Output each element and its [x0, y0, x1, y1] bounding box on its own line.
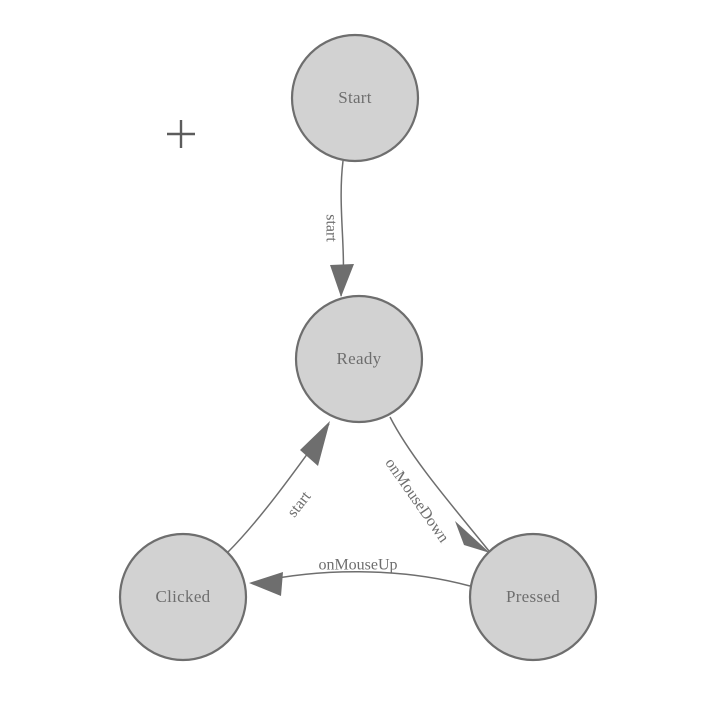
- node-ready-label: Ready: [337, 349, 382, 368]
- node-start-label: Start: [338, 88, 372, 107]
- arrowhead-into-clicked: [249, 572, 283, 596]
- node-start[interactable]: Start: [290, 33, 420, 163]
- arrowhead-into-ready-from-clicked: [300, 421, 330, 466]
- edge-path-pressed-to-clicked: [251, 571, 471, 587]
- node-pressed-circle[interactable]: [468, 532, 598, 662]
- node-clicked-circle[interactable]: [118, 532, 248, 662]
- node-ready[interactable]: Ready: [294, 294, 424, 424]
- edge-label-clicked-to-ready: start: [284, 488, 315, 521]
- node-pressed[interactable]: Pressed: [468, 532, 598, 662]
- node-ready-circle[interactable]: [294, 294, 424, 424]
- edge-clicked-to-ready[interactable]: start: [227, 421, 330, 553]
- node-pressed-label: Pressed: [506, 587, 560, 606]
- arrowhead-into-ready-from-start: [330, 264, 354, 297]
- node-start-circle[interactable]: [290, 33, 420, 163]
- edge-label-pressed-to-clicked: onMouseUp: [318, 557, 397, 574]
- arrowhead-into-pressed: [455, 521, 490, 553]
- edge-label-start-to-ready: start: [322, 214, 339, 242]
- edge-ready-to-pressed[interactable]: onMouseDown: [381, 416, 490, 553]
- edge-path-ready-to-pressed: [389, 416, 490, 552]
- plus-marker-icon[interactable]: [167, 120, 195, 148]
- edge-label-ready-to-pressed: onMouseDown: [381, 455, 452, 546]
- node-clicked-label: Clicked: [156, 587, 211, 606]
- node-clicked[interactable]: Clicked: [118, 532, 248, 662]
- edge-start-to-ready[interactable]: start: [322, 160, 354, 297]
- edge-pressed-to-clicked[interactable]: onMouseUp: [249, 557, 471, 596]
